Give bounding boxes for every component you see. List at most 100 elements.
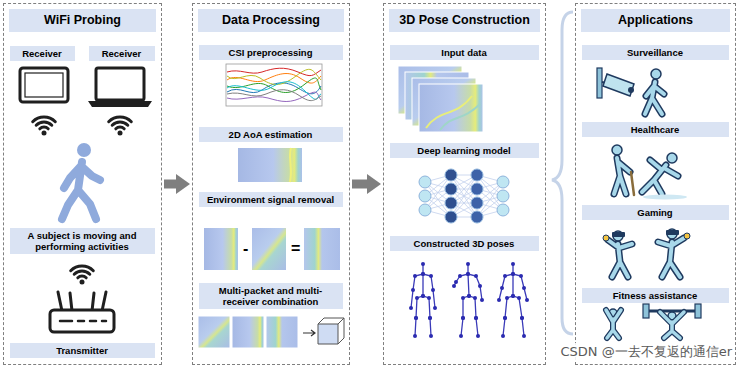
neuron bbox=[445, 169, 457, 181]
flow-arrow bbox=[164, 180, 178, 189]
step-band: 2D AoA estimation bbox=[199, 127, 343, 142]
signal-heatmap bbox=[204, 228, 238, 270]
wifi-symbol bbox=[109, 117, 132, 129]
step-band: Environment signal removal bbox=[199, 192, 343, 207]
person-head bbox=[651, 69, 661, 79]
environment-heatmap bbox=[252, 228, 286, 270]
skeleton-hips bbox=[505, 296, 522, 318]
neuron bbox=[445, 183, 457, 195]
csi-curves bbox=[227, 68, 321, 101]
step-band: Healthcare bbox=[582, 122, 729, 137]
barbell-plate bbox=[695, 304, 701, 318]
monitor-screen bbox=[25, 73, 63, 97]
csi-curve bbox=[227, 78, 321, 93]
game-controller bbox=[603, 235, 609, 241]
csi-plot bbox=[226, 64, 322, 106]
weightlifter bbox=[660, 312, 684, 338]
step-band: Receiver bbox=[10, 46, 75, 61]
walking-person bbox=[645, 82, 664, 114]
data-cube bbox=[318, 324, 338, 344]
step-label: A subject is moving and performing activ… bbox=[14, 230, 151, 253]
person-head bbox=[667, 153, 677, 163]
panel-heading: Data Processing bbox=[198, 9, 344, 32]
step-band: Multi-packet and multi-receiver combinat… bbox=[199, 283, 343, 310]
heatmap-streak bbox=[290, 148, 291, 182]
elderly-person bbox=[614, 158, 630, 194]
camera-mount bbox=[597, 68, 602, 98]
skeleton-hips bbox=[416, 296, 430, 318]
walking-cane bbox=[631, 172, 634, 195]
pose-skeleton bbox=[499, 264, 527, 336]
wifi-dot bbox=[118, 131, 123, 136]
packet-heatmap bbox=[198, 316, 230, 348]
step-label: Deep learning model bbox=[394, 145, 535, 156]
neuron bbox=[471, 211, 483, 223]
neuron bbox=[471, 183, 483, 195]
vr-headset bbox=[612, 232, 625, 237]
step-band: Surveillance bbox=[582, 45, 729, 60]
skeleton-arms bbox=[411, 274, 435, 308]
wifi-symbol bbox=[33, 117, 56, 129]
packet-heatmap bbox=[232, 316, 264, 348]
csi-curve bbox=[227, 69, 321, 84]
person-head bbox=[612, 145, 622, 155]
skeleton-legs bbox=[503, 318, 524, 336]
heatmap-streak bbox=[440, 104, 480, 130]
network-neurons bbox=[419, 169, 509, 223]
step-label: Healthcare bbox=[586, 124, 725, 135]
neuron bbox=[497, 204, 509, 216]
laptop-base bbox=[88, 101, 152, 107]
falling-person bbox=[642, 160, 678, 194]
step-band: Input data bbox=[390, 45, 539, 60]
operator-sign: - bbox=[243, 240, 248, 258]
network-links bbox=[425, 175, 503, 217]
neuron bbox=[445, 197, 457, 209]
camera-body bbox=[603, 74, 634, 96]
person-outline bbox=[642, 160, 678, 194]
step-band: A subject is moving and performing activ… bbox=[10, 228, 155, 255]
neuron bbox=[445, 211, 457, 223]
step-band: Constructed 3D poses bbox=[390, 236, 539, 251]
person-outline bbox=[658, 238, 684, 277]
camera-lens bbox=[628, 87, 634, 93]
neuron bbox=[419, 190, 431, 202]
panel-heading: Applications bbox=[581, 9, 730, 32]
neuron bbox=[419, 176, 431, 188]
step-band: Transmitter bbox=[10, 343, 155, 358]
gaming-player bbox=[658, 238, 684, 277]
step-label: Input data bbox=[394, 47, 535, 58]
wifi-symbol bbox=[71, 266, 94, 278]
heatmap-streak bbox=[426, 96, 472, 128]
stage-panel: WiFi ProbingReceiverReceiverA subject is… bbox=[3, 3, 162, 365]
step-band: Deep learning model bbox=[390, 143, 539, 158]
skeleton-hips bbox=[463, 296, 476, 318]
router-body bbox=[50, 310, 114, 332]
pose-skeleton bbox=[411, 264, 435, 336]
person-outline bbox=[660, 312, 684, 338]
panel-heading: 3D Pose Construction bbox=[389, 9, 540, 32]
step-band: Gaming bbox=[582, 205, 729, 220]
step-label: Gaming bbox=[586, 207, 725, 218]
neuron bbox=[471, 169, 483, 181]
step-band: CSI preprocessing bbox=[199, 45, 343, 60]
flow-arrow bbox=[352, 180, 369, 189]
wifi-dot bbox=[80, 280, 85, 285]
panel-heading: WiFi Probing bbox=[9, 9, 156, 32]
pose-skeletons bbox=[411, 264, 527, 336]
packet-heatmap bbox=[266, 316, 298, 348]
step-label: Transmitter bbox=[14, 345, 151, 356]
person-outline bbox=[608, 240, 632, 277]
watermark: CSDN @一去不复返的通信er bbox=[557, 343, 735, 360]
stage-panel: 3D Pose ConstructionInput dataDeep learn… bbox=[383, 3, 546, 365]
skeleton-spine bbox=[468, 264, 469, 296]
step-label: Receiver bbox=[14, 48, 71, 59]
input-layer bbox=[419, 84, 483, 132]
neuron bbox=[497, 190, 509, 202]
neuron bbox=[419, 204, 431, 216]
router-lights bbox=[60, 320, 106, 323]
skeleton-spine bbox=[512, 264, 513, 296]
gaming-player bbox=[608, 240, 632, 277]
aoa-heatmap bbox=[238, 148, 302, 182]
person-outline bbox=[645, 82, 664, 114]
